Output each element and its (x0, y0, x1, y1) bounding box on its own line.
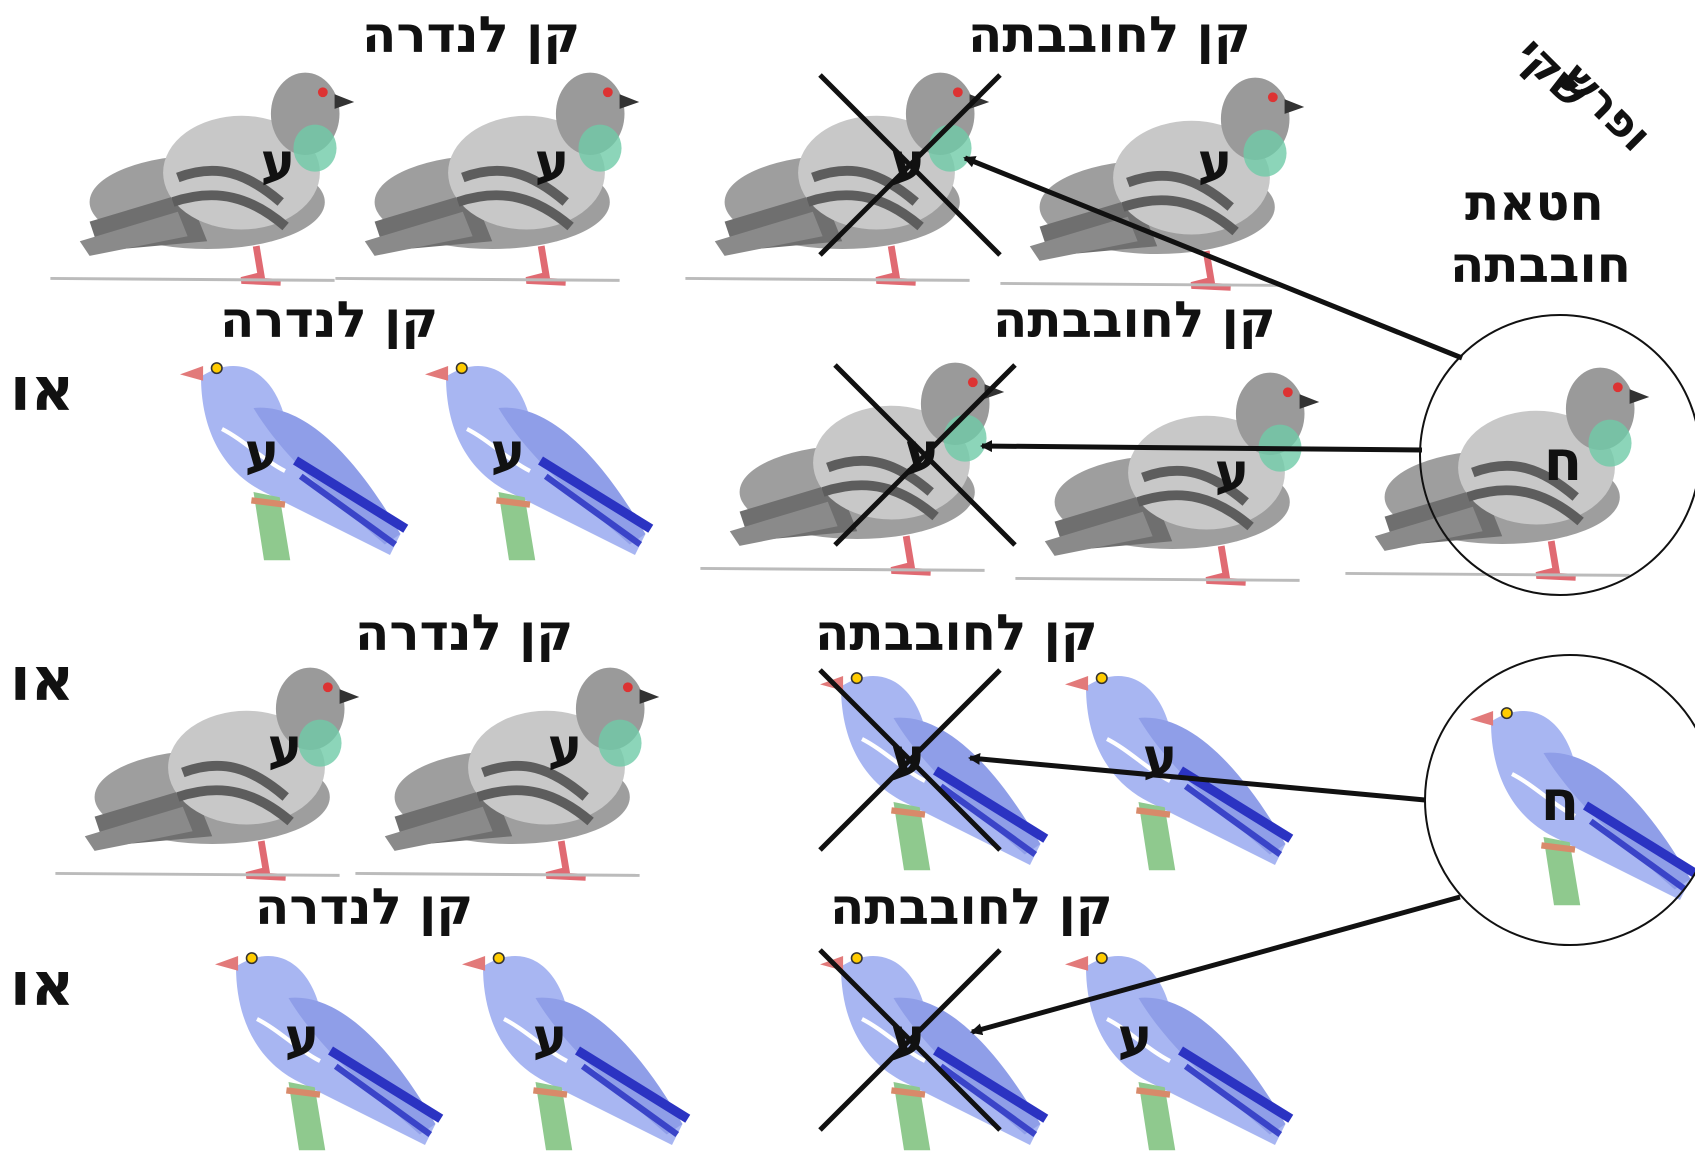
olah-mark-r2-d: ע (1215, 443, 1250, 503)
olah-mark-r3-d: ע (1143, 728, 1178, 788)
turtledove-r2-c (700, 363, 1004, 573)
pigeon-r2-b (425, 363, 651, 560)
label-nest-obligation-3: קן לחובבתה (815, 608, 1098, 658)
turtledove-r1-a (50, 73, 354, 283)
or-label-row-2: או (10, 360, 74, 420)
label-nest-vow-1: קן לנדרה (362, 10, 580, 60)
olah-mark-r1-d: ע (1198, 133, 1233, 193)
turtledove-r3-b (355, 668, 659, 878)
or-label-row-3: או (10, 650, 74, 710)
turtledove-r1-d (1000, 78, 1304, 288)
or-label-row-4: או (10, 955, 74, 1015)
olah-mark-r4-a: ע (285, 1008, 320, 1068)
turtledove-r1-c (685, 73, 989, 283)
pigeon-r4-d (1065, 953, 1291, 1150)
turtledove-r1-b (335, 73, 639, 283)
olah-mark-r4-b: ע (533, 1008, 568, 1068)
olah-mark-r1-c: ע (891, 133, 926, 193)
olah-mark-r3-b: ע (548, 718, 583, 778)
sin-offering-turtledove (1345, 368, 1649, 578)
olah-mark-r4-c: ע (891, 1008, 926, 1068)
olah-mark-r1-a: ע (261, 133, 296, 193)
olah-mark-r2-b: ע (491, 423, 526, 483)
olah-mark-r3-a: ע (268, 718, 303, 778)
turtledove-r3-a (55, 668, 359, 878)
sin-offering-title-line2: חובבתה (1450, 240, 1631, 290)
olah-mark-r4-d: ע (1118, 1008, 1153, 1068)
label-nest-vow-3: קן לנדרה (355, 608, 573, 658)
pigeon-r4-a (215, 953, 441, 1150)
sin-offering-pigeon (1470, 708, 1695, 905)
chatat-mark-pigeon: ח (1541, 769, 1579, 834)
olah-mark-r1-b: ע (535, 133, 570, 193)
turtledove-r2-d (1015, 373, 1319, 583)
label-nest-obligation-1: קן לחובבתה (968, 10, 1251, 60)
pigeon-r2-a (180, 363, 406, 560)
sin-offering-title-line1: חטאת (1465, 178, 1604, 228)
olah-mark-r3-c: ע (891, 728, 926, 788)
pigeon-r4-b (462, 953, 688, 1150)
label-nest-obligation-2: קן לחובבתה (993, 295, 1276, 345)
olah-mark-r2-c: ע (905, 423, 940, 483)
label-nest-obligation-4: קן לחובבתה (830, 882, 1113, 932)
label-nest-vow-4: קן לנדרה (255, 882, 473, 932)
arrow-to-r2 (982, 446, 1422, 450)
chatat-mark-turtledove: ח (1544, 429, 1582, 494)
olah-mark-r2-a: ע (245, 423, 280, 483)
label-nest-vow-2: קן לנדרה (220, 295, 438, 345)
